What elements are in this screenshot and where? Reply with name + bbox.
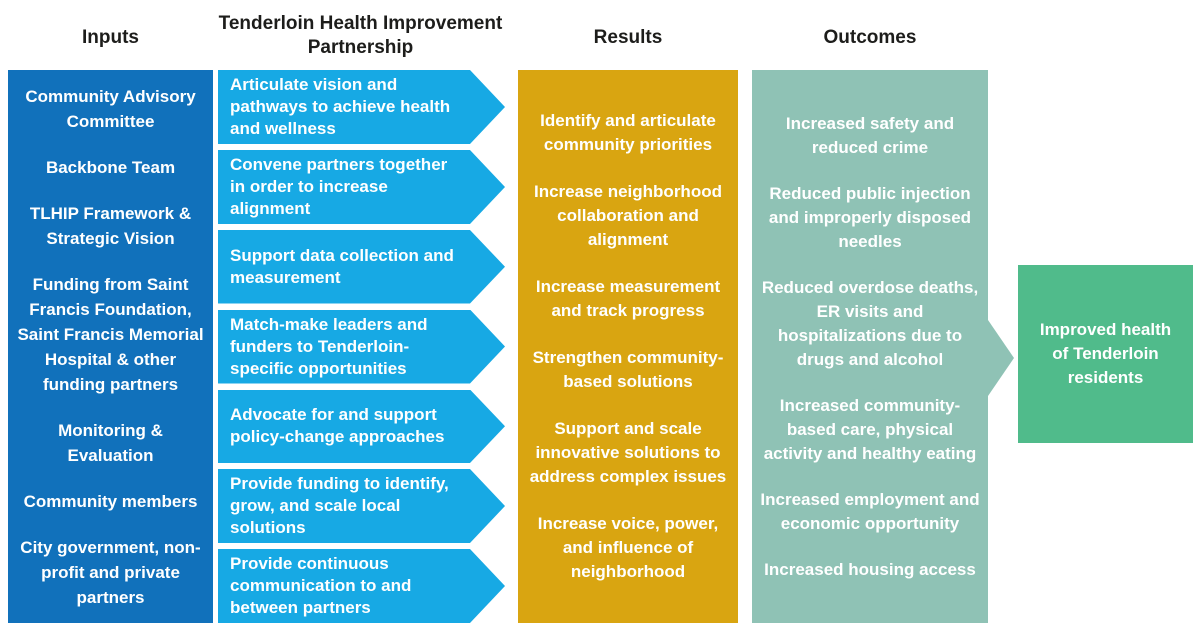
- column-title-partnership: Tenderloin Health Improvement Partnershi…: [218, 13, 503, 58]
- activity-arrow: Convene partners together in order to in…: [218, 150, 505, 224]
- outcomes-item: Increased housing access: [764, 559, 976, 579]
- activity-label: Provide continuous communication to and …: [230, 554, 412, 617]
- activity-label: Articulate vision and pathways to achiev…: [230, 75, 451, 138]
- activity-label: Convene partners together in order to in…: [230, 155, 448, 218]
- outcomes-panel: Increased safety and reduced crime Reduc…: [752, 70, 988, 623]
- impact-label: Improved health of Tenderloin residents: [1039, 320, 1172, 387]
- inputs-item: City government, non-profit and private …: [20, 537, 201, 607]
- activity-label: Provide funding to identify, grow, and s…: [230, 474, 449, 537]
- outcomes-arrow-tip-icon: [988, 320, 1014, 396]
- results-item: Increase measurement and track progress: [535, 277, 721, 320]
- activity-arrow: Provide funding to identify, grow, and s…: [218, 469, 505, 543]
- results-panel: Identify and articulate community priori…: [518, 70, 738, 623]
- activity-arrow: Advocate for and support policy-change a…: [218, 389, 505, 463]
- results-item: Support and scale innovative solutions t…: [529, 419, 727, 486]
- inputs-item: Monitoring & Evaluation: [58, 420, 163, 465]
- activity-arrow: Articulate vision and pathways to achiev…: [218, 70, 505, 144]
- impact-box: Improved health of Tenderloin residents: [1018, 265, 1193, 443]
- activity-arrow: Match-make leaders and funders to Tender…: [218, 309, 505, 384]
- results-item: Identify and articulate community priori…: [540, 111, 716, 154]
- inputs-item: Backbone Team: [45, 157, 176, 177]
- activity-label: Match-make leaders and funders to Tender…: [230, 314, 428, 378]
- activities-column: Articulate vision and pathways to achiev…: [218, 70, 505, 623]
- activity-label: Advocate for and support policy-change a…: [230, 405, 445, 447]
- outcomes-item: Increased safety and reduced crime: [785, 113, 955, 157]
- activity-label: Support data collection and measurement: [230, 245, 454, 287]
- outcomes-item: Reduced overdose deaths, ER visits and h…: [761, 277, 979, 369]
- column-title-outcomes: Outcomes: [823, 27, 917, 48]
- results-item: Increase voice, power, and influence of …: [537, 514, 719, 581]
- inputs-item: Community members: [23, 491, 198, 511]
- outcomes-item: Reduced public injection and improperly …: [768, 183, 972, 251]
- inputs-item: Community Advisory Committee: [25, 86, 196, 131]
- column-title-inputs: Inputs: [82, 27, 139, 48]
- activity-arrow: Provide continuous communication to and …: [218, 549, 505, 623]
- results-item: Strengthen community-based solutions: [532, 348, 724, 391]
- results-item: Increase neighborhood collaboration and …: [534, 182, 722, 249]
- inputs-panel: Community Advisory Committee Backbone Te…: [8, 70, 213, 623]
- outcomes-item: Increased employment and economic opport…: [760, 489, 980, 533]
- activity-arrow: Support data collection and measurement: [218, 230, 505, 304]
- column-title-results: Results: [593, 27, 663, 48]
- inputs-item: TLHIP Framework & Strategic Vision: [29, 203, 192, 248]
- outcomes-item: Increased community-based care, physical…: [763, 395, 977, 463]
- inputs-item: Funding from Saint Francis Foundation, S…: [17, 274, 204, 394]
